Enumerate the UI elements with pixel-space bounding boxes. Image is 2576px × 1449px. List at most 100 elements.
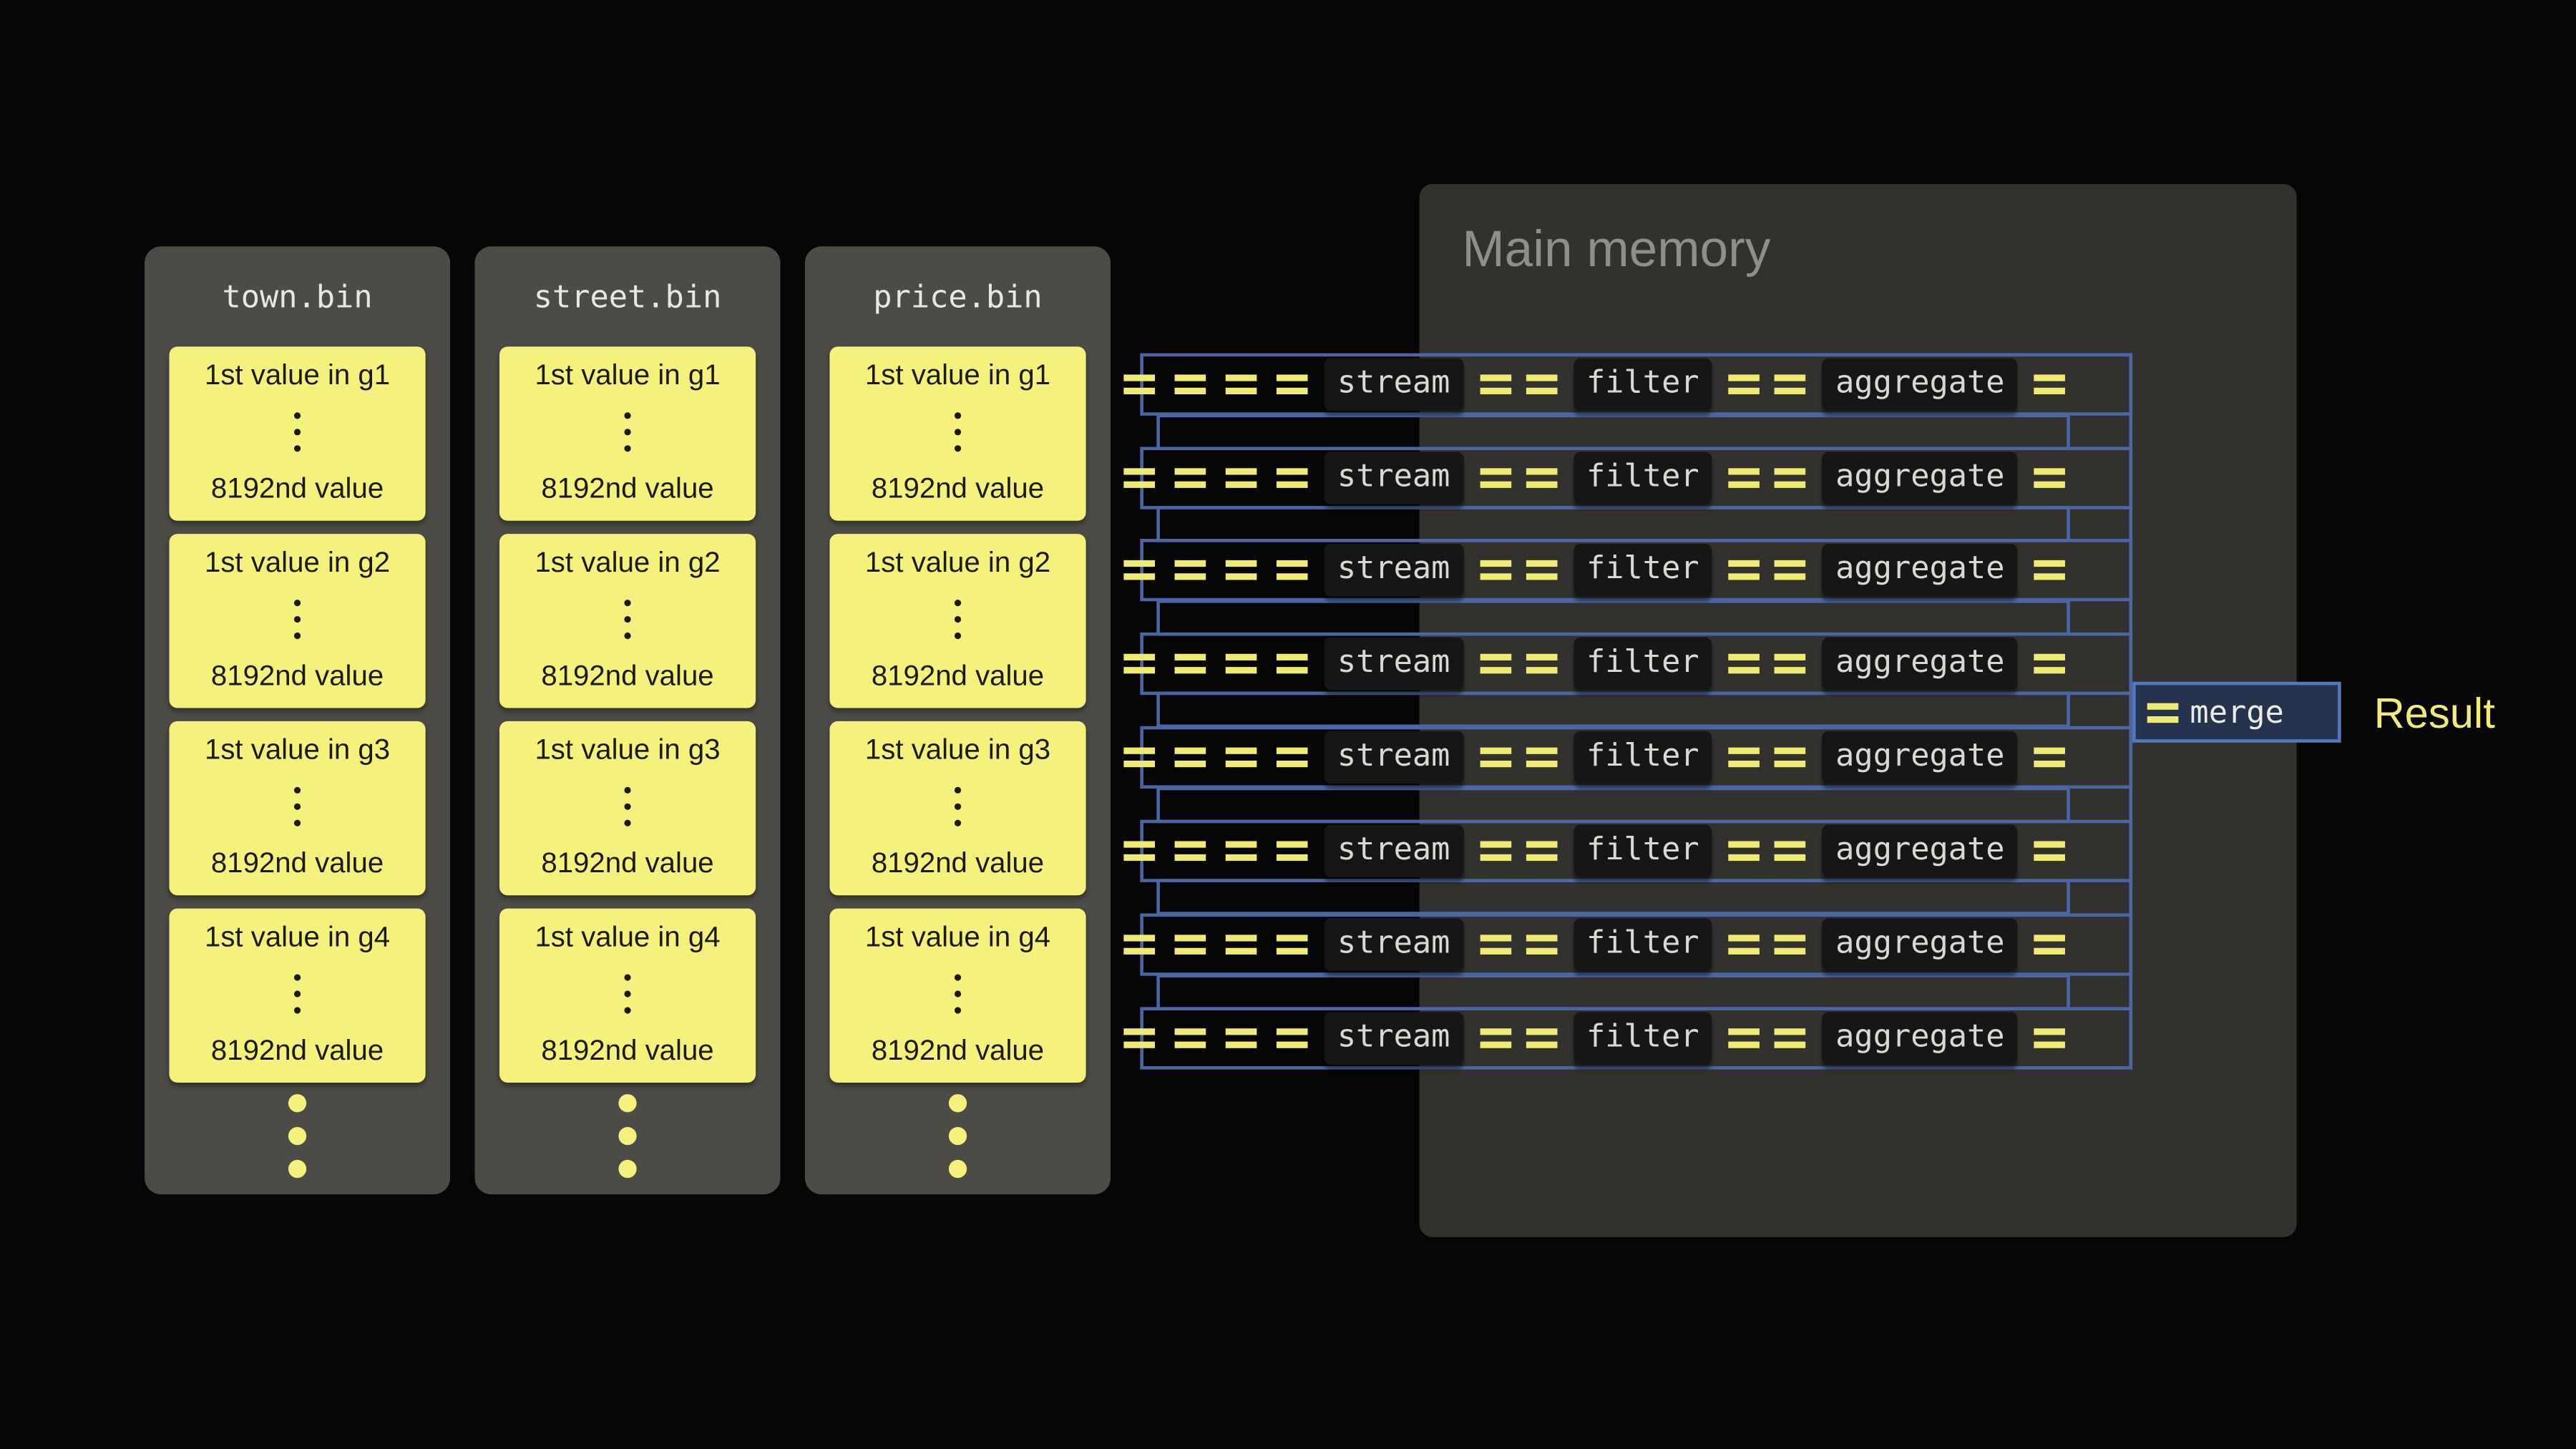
filter-op: filter [1573, 731, 1712, 784]
flow-dashes-icon [1728, 653, 1806, 674]
aggregate-op: aggregate [1822, 918, 2018, 971]
value-block-g4: 1st value in g4 8192nd value [169, 908, 426, 1083]
first-value-label: 1st value in g1 [864, 358, 1051, 391]
value-block-g2: 1st value in g2 8192nd value [169, 534, 426, 708]
filter-op: filter [1573, 452, 1712, 504]
stream-op: stream [1324, 824, 1463, 878]
filter-op: filter [1573, 543, 1712, 597]
first-value-label: 1st value in g3 [204, 732, 391, 766]
last-value-label: 8192nd value [871, 658, 1045, 691]
more-groups-icon [618, 1094, 637, 1179]
pipeline-connector [1156, 506, 2070, 542]
pipeline-connector [1156, 974, 2070, 1010]
flow-dashes-icon [2034, 653, 2066, 674]
more-groups-icon [288, 1094, 307, 1179]
ellipsis-icon [624, 786, 631, 826]
pipeline-row-8: stream filter aggregate [1123, 1007, 2133, 1070]
flow-dashes-icon [1123, 374, 1308, 395]
first-value-label: 1st value in g1 [535, 358, 721, 391]
value-block-stack: 1st value in g1 8192nd value 1st value i… [499, 346, 756, 1083]
stream-op: stream [1324, 637, 1463, 691]
flow-dashes-icon [1123, 747, 1308, 768]
aggregate-op: aggregate [1822, 1012, 2018, 1065]
file-panel-price: price.bin 1st value in g1 8192nd value 1… [804, 246, 1111, 1195]
more-groups-icon [948, 1094, 967, 1179]
flow-dashes-icon [1728, 560, 1806, 580]
aggregate-op: aggregate [1822, 731, 2018, 784]
main-memory-title: Main memory [1462, 220, 1771, 278]
flow-dashes-icon [1123, 653, 1308, 674]
last-value-label: 8192nd value [210, 1033, 384, 1066]
last-value-label: 8192nd value [210, 471, 384, 504]
flow-dashes-icon [1728, 841, 1806, 862]
value-block-stack: 1st value in g1 8192nd value 1st value i… [169, 346, 426, 1083]
aggregate-op: aggregate [1822, 637, 2018, 691]
flow-dashes-icon [1123, 468, 1308, 488]
value-block-g1: 1st value in g1 8192nd value [169, 346, 426, 521]
flow-dashes-icon [1479, 747, 1557, 768]
flow-dashes-icon [1728, 747, 1806, 768]
file-name-label: price.bin [873, 278, 1043, 315]
merge-box: merge [2132, 681, 2341, 743]
last-value-label: 8192nd value [541, 658, 714, 691]
pipeline-row-5: stream filter aggregate [1123, 726, 2133, 789]
value-block-g3: 1st value in g3 8192nd value [829, 721, 1086, 896]
ellipsis-icon [624, 974, 631, 1014]
value-block-g3: 1st value in g3 8192nd value [169, 721, 426, 896]
first-value-label: 1st value in g3 [535, 732, 721, 766]
flow-dashes-icon [1728, 374, 1806, 395]
filter-op: filter [1573, 918, 1712, 971]
ellipsis-icon [293, 786, 301, 826]
first-value-label: 1st value in g2 [204, 545, 391, 579]
ellipsis-icon [954, 786, 962, 826]
value-block-g4: 1st value in g4 8192nd value [499, 908, 756, 1083]
filter-op: filter [1573, 637, 1712, 691]
stream-op: stream [1324, 731, 1463, 784]
first-value-label: 1st value in g2 [535, 545, 721, 579]
flow-dashes-icon [2147, 702, 2179, 723]
pipeline-connector [1156, 786, 2070, 824]
stream-op: stream [1324, 1012, 1463, 1065]
value-block-g3: 1st value in g3 8192nd value [499, 721, 756, 896]
value-block-g4: 1st value in g4 8192nd value [829, 908, 1086, 1083]
pipeline-connector [1156, 879, 2070, 915]
flow-dashes-icon [1479, 841, 1557, 862]
stream-op: stream [1324, 918, 1463, 971]
pipeline-row-3: stream filter aggregate [1123, 539, 2133, 602]
file-name-label: town.bin [222, 278, 373, 315]
flow-dashes-icon [2034, 935, 2066, 955]
last-value-label: 8192nd value [541, 845, 714, 879]
pipeline-row-6: stream filter aggregate [1123, 819, 2133, 882]
filter-op: filter [1573, 1012, 1712, 1065]
flow-dashes-icon [1479, 653, 1557, 674]
aggregate-op: aggregate [1822, 452, 2018, 504]
last-value-label: 8192nd value [871, 471, 1045, 504]
stream-op: stream [1324, 358, 1463, 411]
stream-op: stream [1324, 543, 1463, 597]
first-value-label: 1st value in g4 [864, 919, 1051, 953]
flow-dashes-icon [1728, 935, 1806, 955]
first-value-label: 1st value in g1 [204, 358, 391, 391]
first-value-label: 1st value in g4 [535, 919, 721, 953]
flow-dashes-icon [2034, 560, 2066, 580]
flow-dashes-icon [1123, 935, 1308, 955]
ellipsis-icon [954, 974, 962, 1014]
flow-dashes-icon [2034, 747, 2066, 768]
flow-dashes-icon [1479, 374, 1557, 395]
ellipsis-icon [624, 600, 631, 640]
last-value-label: 8192nd value [541, 471, 714, 504]
value-block-g1: 1st value in g1 8192nd value [499, 346, 756, 521]
filter-op: filter [1573, 824, 1712, 878]
flow-dashes-icon [1728, 1028, 1806, 1048]
flow-dashes-icon [2034, 841, 2066, 862]
value-block-g1: 1st value in g1 8192nd value [829, 346, 1086, 521]
ellipsis-icon [293, 600, 301, 640]
file-panel-street: street.bin 1st value in g1 8192nd value … [474, 246, 781, 1195]
pipeline-connector [1156, 691, 2070, 728]
aggregate-op: aggregate [1822, 543, 2018, 597]
flow-dashes-icon [1123, 560, 1308, 580]
ellipsis-icon [293, 412, 301, 452]
last-value-label: 8192nd value [541, 1033, 714, 1066]
ellipsis-icon [293, 974, 301, 1014]
filter-op: filter [1573, 358, 1712, 411]
